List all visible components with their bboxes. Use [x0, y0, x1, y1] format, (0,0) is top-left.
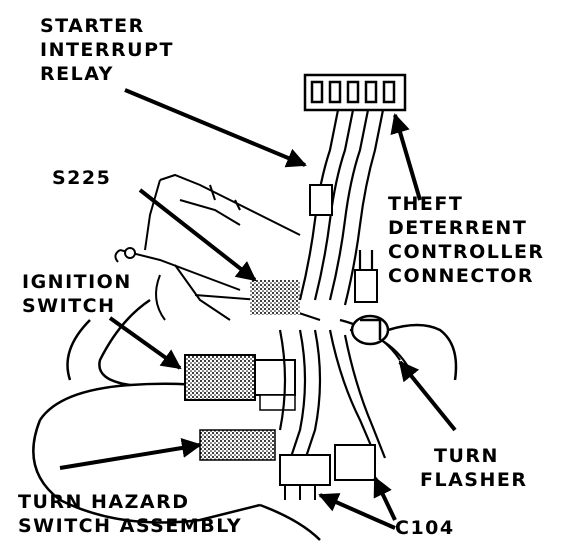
label-line: RELAY — [40, 63, 114, 85]
label-line: S225 — [52, 167, 112, 189]
label-line: DETERRENT — [388, 217, 528, 239]
theft-deterrent-connector-part — [354, 269, 378, 303]
label-line: CONTROLLER — [388, 241, 545, 263]
label-line: SWITCH ASSEMBLY — [18, 515, 243, 537]
arrow-starter-relay — [124, 88, 307, 168]
label-line: CONNECTOR — [388, 265, 535, 287]
starter-interrupt-relay-part — [303, 73, 407, 112]
harness-clip — [309, 184, 333, 216]
arrow-theft-deterrent — [390, 113, 422, 201]
ignition-switch-body — [184, 354, 296, 411]
column-housing — [114, 173, 321, 321]
pointer-arrows — [59, 88, 457, 530]
arrow-c104-a — [373, 476, 397, 521]
label-line: STARTER — [40, 15, 145, 37]
label-line: THEFT — [388, 193, 464, 215]
label-line: SWITCH — [22, 295, 116, 317]
label-line: FLASHER — [420, 469, 528, 491]
label-line: C104 — [395, 517, 455, 539]
label-line: TURN — [434, 445, 499, 467]
label-turn-flasher: TURN FLASHER — [420, 444, 528, 492]
s225-splice-area — [250, 280, 300, 315]
label-line: INTERRUPT — [40, 39, 174, 61]
label-c104: C104 — [395, 516, 455, 540]
turn-flasher-part — [350, 314, 458, 381]
c104-connectors — [279, 444, 376, 500]
label-line: IGNITION — [22, 271, 132, 293]
label-line: TURN HAZARD — [18, 491, 190, 513]
arrow-c104-b — [318, 493, 396, 530]
label-turn-hazard-switch-assembly: TURN HAZARD SWITCH ASSEMBLY — [18, 490, 242, 538]
arrow-ignition-switch — [108, 316, 182, 370]
label-starter-interrupt-relay: STARTER INTERRUPT RELAY — [40, 14, 174, 86]
arrow-s225 — [138, 188, 257, 282]
arrow-turn-flasher — [398, 360, 457, 432]
left-plug — [124, 247, 136, 259]
label-s225: S225 — [52, 166, 111, 190]
turn-hazard-switch-body — [199, 429, 276, 461]
label-theft-deterrent-controller-connector: THEFT DETERRENT CONTROLLER CONNECTOR — [388, 192, 545, 288]
label-ignition-switch: IGNITION SWITCH — [22, 270, 132, 318]
arrow-turn-hazard — [59, 438, 202, 470]
